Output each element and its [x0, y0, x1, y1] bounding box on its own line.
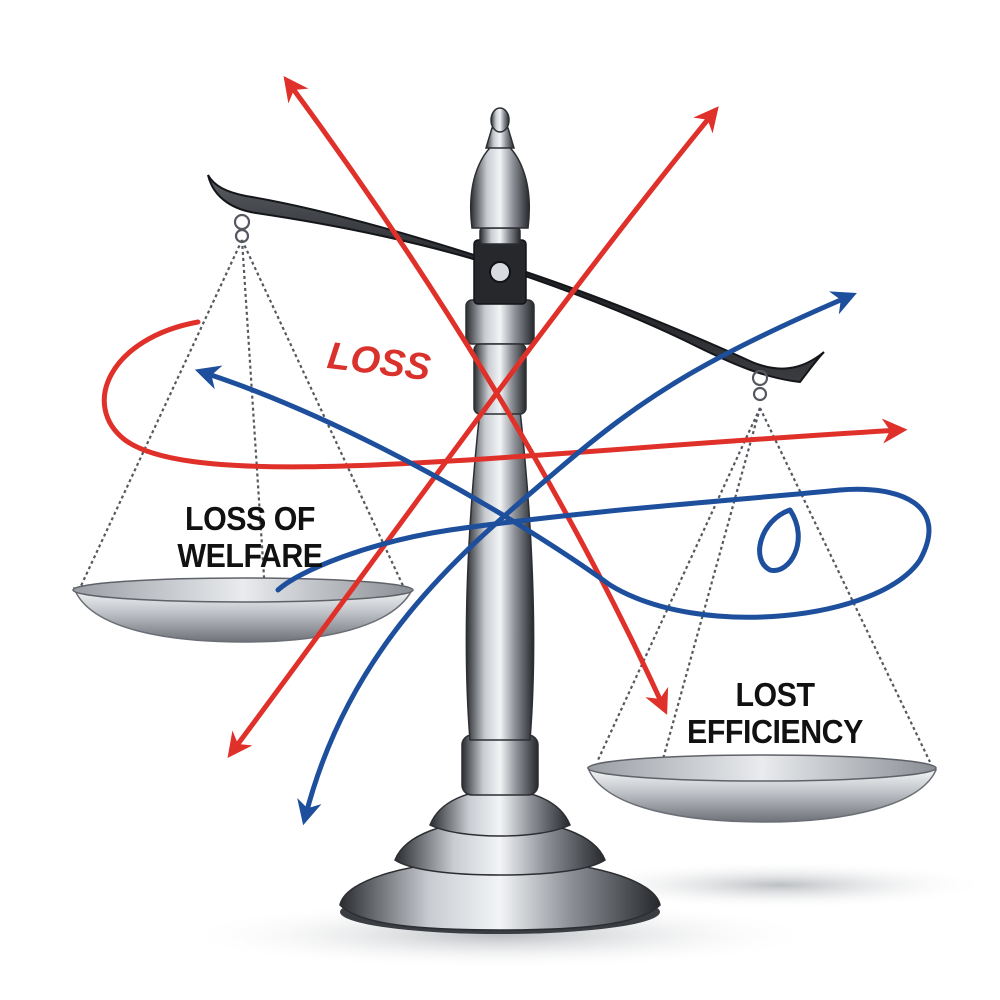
arrow-icon: [297, 291, 857, 826]
loss-of-welfare-label: LOSS OF WELFARE: [158, 500, 342, 574]
ground-shadow: [180, 901, 820, 969]
pan-shadow: [570, 861, 990, 909]
right-pan: [586, 754, 938, 823]
loss-of-welfare-line-2: WELFARE: [177, 537, 323, 574]
loss-of-welfare-line-1: LOSS OF: [184, 500, 316, 537]
left-pan: [72, 577, 414, 643]
lost-efficiency-line-2: EFFICIENCY: [687, 713, 863, 750]
loop-curve: [757, 507, 801, 573]
lost-efficiency-line-1: LOST: [735, 676, 815, 713]
blue-arrows: [194, 291, 932, 826]
lost-efficiency-label: LOST EFFICIENCY: [669, 676, 881, 750]
